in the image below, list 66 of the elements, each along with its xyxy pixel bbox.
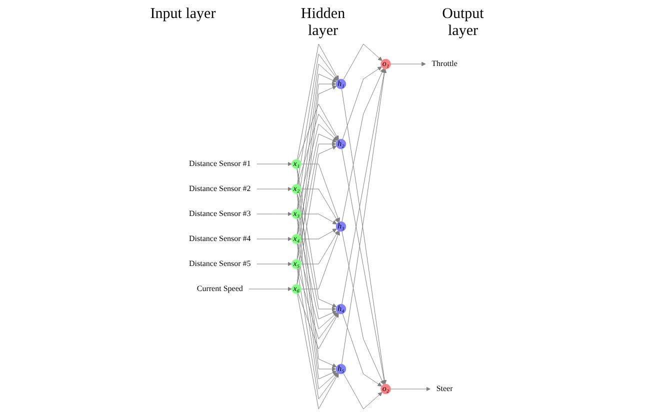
arrow bbox=[300, 188, 338, 222]
arrow bbox=[296, 193, 336, 312]
arrow bbox=[341, 68, 384, 222]
arrow bbox=[296, 44, 339, 160]
arrow bbox=[342, 373, 382, 410]
node-circle: h₃ bbox=[336, 221, 346, 232]
node-text: Steer bbox=[436, 384, 453, 393]
node-circle: h₅ bbox=[336, 364, 346, 374]
node-text: Current Speed bbox=[196, 284, 243, 293]
arrow bbox=[390, 62, 426, 66]
node-circle: x₂ bbox=[291, 184, 302, 194]
arrow bbox=[296, 218, 336, 320]
arrow bbox=[297, 124, 338, 210]
node-circle: x₄ bbox=[291, 234, 302, 244]
arrow bbox=[296, 54, 338, 185]
arrow bbox=[296, 74, 336, 235]
arrow bbox=[300, 214, 337, 224]
node-circle: h₄ bbox=[336, 304, 346, 314]
node-text: Distance Sensor #2 bbox=[188, 184, 251, 193]
arrow bbox=[296, 293, 339, 410]
arrow bbox=[296, 243, 338, 390]
arrow bbox=[297, 114, 338, 185]
arrow bbox=[342, 44, 382, 80]
arrow bbox=[298, 104, 339, 160]
arrow bbox=[300, 164, 340, 222]
arrow bbox=[296, 142, 336, 260]
node-circle: x₅ bbox=[291, 259, 302, 269]
arrow bbox=[296, 134, 336, 235]
arrow bbox=[256, 162, 292, 166]
arrow bbox=[296, 218, 336, 380]
arrow bbox=[342, 66, 382, 140]
node-circle: x₆ bbox=[291, 284, 302, 294]
node-circle: h₁ bbox=[336, 78, 346, 90]
arrow bbox=[341, 148, 386, 384]
arrow bbox=[256, 236, 292, 242]
node-circle: o₁ bbox=[380, 58, 391, 70]
node-text: Throttle bbox=[431, 60, 458, 68]
node-circle: h₂ bbox=[336, 138, 346, 150]
arrow bbox=[296, 168, 336, 308]
node-text: Distance Sensor #3 bbox=[188, 210, 251, 218]
arrow bbox=[296, 64, 338, 210]
arrow bbox=[341, 68, 386, 304]
arrow bbox=[256, 186, 292, 192]
node-circle: x₃ bbox=[291, 209, 302, 219]
node-text: Distance Sensor #1 bbox=[188, 160, 251, 168]
layer-heading: Input layer bbox=[149, 6, 217, 24]
arrow bbox=[256, 212, 292, 216]
layer-heading: Output layer bbox=[441, 6, 485, 40]
node-circle: o₂ bbox=[380, 384, 391, 394]
arrow bbox=[300, 228, 337, 240]
arrow bbox=[297, 268, 338, 340]
arrow bbox=[297, 243, 338, 330]
arrow bbox=[248, 286, 292, 292]
arrow bbox=[390, 386, 430, 392]
arrow bbox=[298, 293, 339, 350]
arrow bbox=[300, 230, 340, 290]
arrow bbox=[341, 231, 384, 385]
arrow bbox=[300, 230, 338, 264]
arrow bbox=[256, 262, 292, 266]
layer-heading: Hidden layer bbox=[300, 6, 346, 40]
arrow bbox=[296, 146, 336, 285]
node-circle: x₁ bbox=[291, 159, 302, 169]
node-text: Distance Sensor #5 bbox=[188, 260, 251, 268]
arrow bbox=[342, 313, 382, 386]
node-text: Distance Sensor #4 bbox=[188, 234, 251, 243]
arrow bbox=[296, 268, 338, 400]
